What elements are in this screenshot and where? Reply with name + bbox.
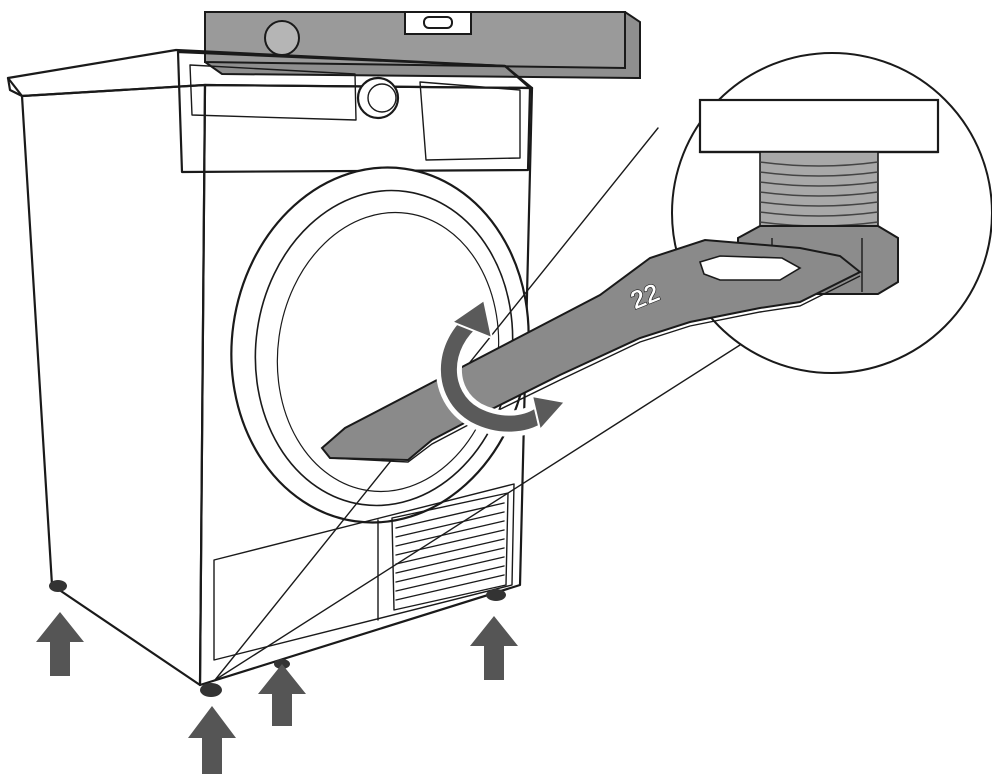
up-arrow-front-left (188, 706, 236, 774)
rotate-clockwise-arrow-icon (435, 298, 567, 437)
up-arrow-front-center (258, 664, 306, 726)
up-arrow-icon (36, 612, 518, 774)
adjustable-foot-icon (49, 580, 506, 697)
zoom-detail-circle (671, 52, 992, 374)
vent-grille (391, 492, 509, 611)
spirit-level-icon (204, 11, 641, 80)
up-arrow-left-rear (36, 612, 84, 676)
up-arrow-front-right (470, 616, 518, 680)
